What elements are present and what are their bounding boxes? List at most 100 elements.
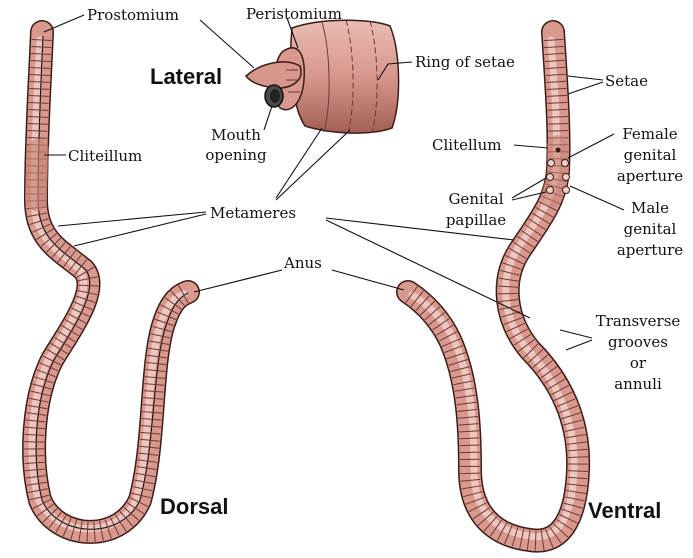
segment-ring: [527, 348, 544, 364]
segment-ring: [532, 354, 549, 369]
segment-ring: [523, 343, 539, 359]
label-setae: Setae: [605, 72, 648, 90]
segment-ring: [139, 445, 160, 449]
segment-ring: [566, 441, 587, 445]
segment-ring: [550, 384, 570, 396]
label-clitellum-right: Clitellum: [432, 136, 501, 154]
segment-ring: [42, 508, 58, 523]
label-transverse-4: annuli: [614, 375, 662, 393]
label-female-aperture-1: Female: [622, 125, 677, 143]
segment-ring: [561, 508, 581, 517]
segment-ring: [57, 330, 76, 343]
segment-ring: [463, 491, 483, 498]
segment-ring: [48, 511, 62, 529]
segment-ring: [134, 479, 155, 485]
segment-ring: [459, 437, 480, 440]
label-prostomium: Prostomium: [87, 6, 179, 24]
segment-ring: [27, 212, 48, 218]
segment-ring: [535, 206, 554, 218]
segment-ring: [57, 246, 71, 263]
segment-ring: [435, 324, 454, 336]
segment-ring: [561, 412, 581, 420]
label-mouth-opening-2: opening: [205, 146, 267, 164]
segment-ring: [556, 398, 576, 408]
segment-ring: [546, 87, 567, 90]
segment-ring: [77, 289, 98, 296]
segment-ring: [29, 80, 50, 83]
label-male-aperture-1: Male: [631, 199, 669, 217]
view-ventral: Ventral: [588, 498, 661, 523]
segment-ring: [26, 481, 47, 486]
segment-ring: [564, 426, 585, 432]
segment-ring: [34, 376, 54, 384]
segment-ring: [544, 372, 562, 384]
segment-ring: [142, 411, 163, 414]
segment-ring: [405, 286, 418, 303]
segment-ring: [31, 39, 52, 41]
segment-ring: [68, 254, 82, 272]
segment-ring: [439, 331, 458, 342]
segment-ring: [496, 522, 508, 541]
segment-ring: [538, 201, 557, 212]
segment-ring: [145, 369, 166, 372]
segment-ring: [114, 514, 127, 532]
segment-ring: [36, 228, 54, 241]
segment-ring: [446, 352, 466, 360]
view-lateral: Lateral: [150, 64, 222, 89]
segment-ring: [170, 290, 185, 306]
segment-ring: [142, 404, 163, 407]
segment-ring: [157, 311, 177, 320]
segment-ring: [441, 338, 461, 348]
segment-ring: [489, 519, 503, 537]
segment-ring: [546, 94, 567, 97]
segment-ring: [566, 483, 587, 487]
segment-ring: [71, 307, 90, 318]
segment-ring: [465, 496, 485, 505]
segment-ring: [29, 87, 50, 90]
ventral-worm: [396, 20, 591, 553]
segment-ring: [553, 523, 569, 538]
segment-ring: [540, 366, 558, 379]
segment-ring: [78, 284, 99, 287]
segment-ring: [136, 466, 157, 471]
segment-ring: [461, 485, 482, 490]
segment-ring: [545, 528, 554, 548]
segment-ring: [516, 235, 535, 248]
segment-ring: [547, 115, 568, 118]
dorsal-worm: [22, 20, 200, 544]
segment-ring: [25, 475, 46, 479]
segment-ring: [460, 478, 481, 482]
segment-ring: [62, 517, 72, 537]
segment-ring: [536, 360, 553, 374]
segment-ring: [46, 237, 61, 253]
segment-ring: [68, 313, 87, 324]
label-transverse-3: or: [630, 354, 647, 372]
dorsal-worm-highlight: [28, 36, 188, 533]
segment-ring: [497, 285, 518, 288]
segment-ring: [532, 212, 550, 224]
segment-ring: [30, 66, 51, 69]
segment-ring: [39, 362, 59, 372]
segment-ring: [150, 333, 171, 339]
segment-ring: [138, 452, 159, 456]
label-female-aperture-2: genital: [624, 146, 677, 164]
segment-ring: [104, 519, 112, 539]
lateral-head: [244, 19, 400, 135]
segment-ring: [30, 53, 52, 55]
segment-ring: [424, 306, 441, 321]
segment-ring: [28, 108, 49, 111]
label-transverse-1: Transverse: [596, 312, 681, 330]
segment-ring: [132, 486, 153, 492]
segment-ring: [503, 317, 523, 325]
segment-ring: [46, 348, 65, 361]
segment-ring: [141, 424, 162, 428]
view-dorsal: Dorsal: [160, 494, 228, 519]
segment-ring: [24, 455, 45, 457]
segment-ring: [27, 404, 48, 410]
segment-ring: [140, 431, 161, 435]
dorsal-worm-body: [22, 20, 200, 544]
segment-ring: [55, 515, 67, 533]
segment-ring: [444, 345, 464, 354]
segment-ring: [160, 304, 179, 315]
segment-ring: [451, 373, 472, 379]
